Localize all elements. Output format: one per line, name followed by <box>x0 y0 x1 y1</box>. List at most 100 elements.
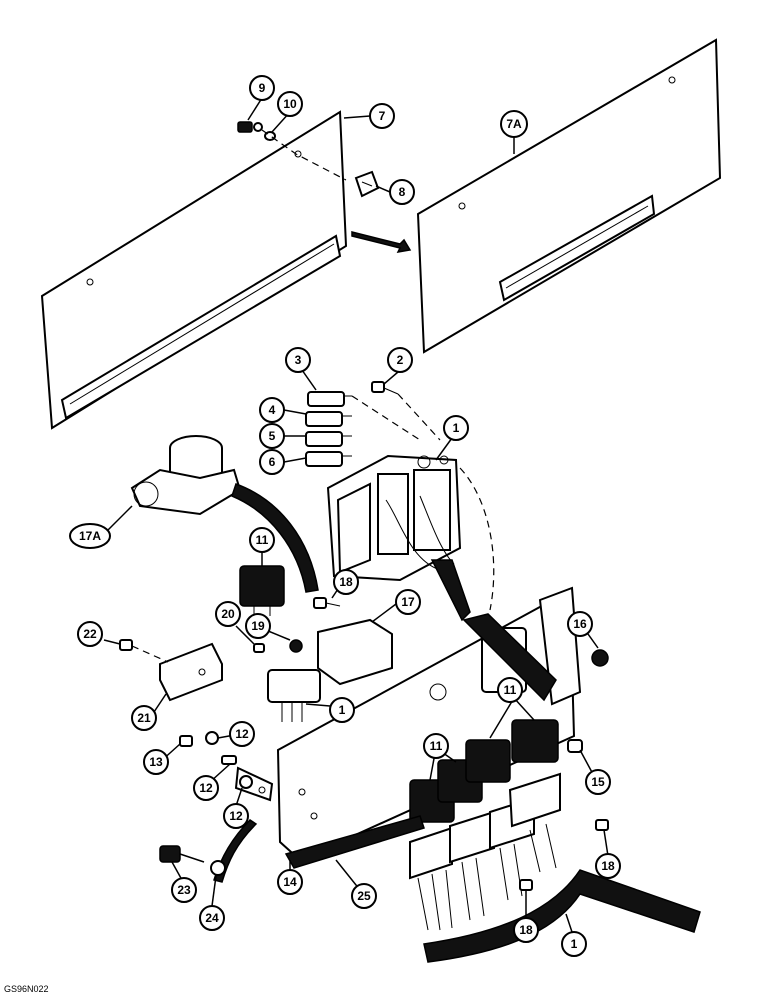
connector-1-middle <box>267 669 321 722</box>
svg-text:12: 12 <box>229 809 243 823</box>
callout-18-bottom: 18 <box>513 917 539 943</box>
callout-24: 24 <box>199 905 225 931</box>
callout-4: 4 <box>259 397 285 423</box>
callout-10: 10 <box>277 91 303 117</box>
svg-text:13: 13 <box>149 755 163 769</box>
relay-base-row <box>409 772 561 880</box>
flasher-17a <box>130 435 242 516</box>
screw-15 <box>567 739 583 753</box>
svg-text:21: 21 <box>137 711 151 725</box>
screw-18c <box>519 879 533 891</box>
svg-text:11: 11 <box>504 683 517 697</box>
callout-18-top: 18 <box>333 569 359 595</box>
callout-16: 16 <box>567 611 593 637</box>
callout-25: 25 <box>351 883 377 909</box>
callout-6: 6 <box>259 449 285 475</box>
svg-text:4: 4 <box>269 403 276 417</box>
callout-12-middle: 12 <box>193 775 219 801</box>
svg-text:11: 11 <box>430 739 443 753</box>
svg-text:1: 1 <box>453 421 460 435</box>
svg-text:20: 20 <box>221 607 235 621</box>
harness-upper <box>430 559 471 622</box>
screw-18b <box>595 819 609 831</box>
callout-1-middle: 1 <box>329 697 355 723</box>
callout-13: 13 <box>143 749 169 775</box>
callout-17a: 17A <box>69 523 111 549</box>
transition-arrow <box>351 231 412 253</box>
svg-text:22: 22 <box>83 627 97 641</box>
star-washer-24 <box>210 860 226 876</box>
svg-text:18: 18 <box>601 859 615 873</box>
svg-text:24: 24 <box>205 911 219 925</box>
svg-text:25: 25 <box>357 889 371 903</box>
svg-text:11: 11 <box>256 533 269 547</box>
switch-stack <box>305 391 352 467</box>
clip-8 <box>354 170 380 198</box>
screw-2 <box>371 381 399 395</box>
svg-text:1: 1 <box>339 703 346 717</box>
leader-switch-to-bracket <box>351 395 421 441</box>
leader-screw2-to-bracket <box>397 393 441 441</box>
screw-22 <box>119 639 169 663</box>
screw-20 <box>253 643 265 653</box>
nut-19 <box>289 639 303 653</box>
leader-9-10-to-panel <box>261 129 347 181</box>
main-harness-lower <box>423 869 701 963</box>
callout-11-row-left: 11 <box>423 733 449 759</box>
cover-panel-7 <box>40 110 348 430</box>
harness-guide <box>459 467 495 611</box>
callout-12-top: 12 <box>229 721 255 747</box>
svg-text:2: 2 <box>397 353 404 367</box>
cover-panel-7a <box>416 38 722 354</box>
svg-text:9: 9 <box>259 81 266 95</box>
nut-16 <box>591 649 609 667</box>
callout-23: 23 <box>171 877 197 903</box>
callout-14: 14 <box>277 869 303 895</box>
bolt-23 <box>159 845 205 863</box>
svg-text:16: 16 <box>573 617 587 631</box>
relay-11-single <box>239 565 285 616</box>
svg-text:17: 17 <box>401 595 415 609</box>
svg-text:7A: 7A <box>506 117 522 131</box>
relay-row <box>409 719 559 823</box>
leader-lines <box>103 97 609 933</box>
callout-9: 9 <box>249 75 275 101</box>
callout-11-row-right: 11 <box>497 677 523 703</box>
figure-code: GS96N022 <box>4 984 49 994</box>
callout-7a: 7A <box>500 110 528 138</box>
svg-text:5: 5 <box>269 429 276 443</box>
callout-8: 8 <box>389 179 415 205</box>
svg-text:10: 10 <box>283 97 297 111</box>
harness-through-bracket <box>462 613 557 702</box>
svg-text:1: 1 <box>571 937 578 951</box>
svg-text:6: 6 <box>269 455 276 469</box>
callout-11-single: 11 <box>249 527 275 553</box>
svg-text:7: 7 <box>379 109 386 123</box>
callout-22: 22 <box>77 621 103 647</box>
connector-block <box>326 454 462 582</box>
callout-2: 2 <box>387 347 413 373</box>
svg-text:18: 18 <box>339 575 353 589</box>
svg-text:3: 3 <box>295 353 302 367</box>
harness-25 <box>284 815 425 869</box>
svg-text:15: 15 <box>591 775 605 789</box>
callout-21: 21 <box>131 705 157 731</box>
svg-text:23: 23 <box>177 883 191 897</box>
callout-1-bottom: 1 <box>561 931 587 957</box>
flasher-harness <box>231 483 319 593</box>
svg-text:8: 8 <box>399 185 406 199</box>
callout-12-bottom: 12 <box>223 803 249 829</box>
screw-18a <box>313 597 341 609</box>
callout-15: 15 <box>585 769 611 795</box>
ground-terminal-assembly <box>179 731 274 802</box>
callout-3: 3 <box>285 347 311 373</box>
callout-5: 5 <box>259 423 285 449</box>
callout-1-top: 1 <box>443 415 469 441</box>
callout-20: 20 <box>215 601 241 627</box>
svg-text:18: 18 <box>519 923 533 937</box>
callout-17: 17 <box>395 589 421 615</box>
screw-9 <box>237 121 263 133</box>
svg-text:12: 12 <box>199 781 213 795</box>
callout-19: 19 <box>245 613 271 639</box>
